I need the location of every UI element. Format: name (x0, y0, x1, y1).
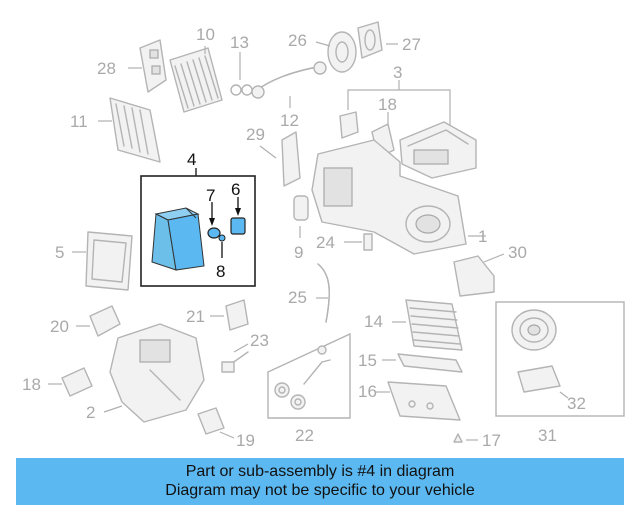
part-3-distribution-housing (399, 121, 477, 179)
callout-12: 12 (280, 111, 299, 130)
part-9-sensor (293, 195, 309, 238)
callout-10: 10 (196, 25, 215, 44)
part-25-hose (316, 263, 330, 323)
callout-21: 21 (186, 307, 205, 326)
part-2-lower-housing (103, 323, 205, 423)
banner-line-2: Diagram may not be specific to your vehi… (165, 482, 475, 499)
callout-19: 19 (236, 431, 255, 450)
part-12-line (251, 61, 327, 108)
part-24-screw (344, 233, 373, 251)
part-1-hvac-housing (311, 139, 486, 255)
part-29-bracket (259, 131, 301, 187)
callout-1: 1 (478, 227, 487, 246)
part-18-actuator-lower (48, 367, 93, 397)
part-5-filter-frame (72, 231, 133, 291)
parts-diagram: 10 28 11 13 12 26 27 (22, 21, 625, 450)
callout-11: 11 (70, 112, 88, 131)
part-19-motor (197, 407, 235, 439)
callout-18b: 18 (22, 375, 41, 394)
part-10-heater-core (169, 46, 223, 113)
part-23-sensor (221, 343, 249, 373)
part-4-evaporator-box (140, 168, 256, 287)
part-21-flap (210, 299, 249, 331)
callout-29: 29 (246, 125, 265, 144)
callout-31: 31 (538, 426, 557, 445)
callout-28: 28 (97, 59, 116, 78)
part-17-clip (453, 433, 478, 443)
callout-4: 4 (187, 150, 196, 169)
part-22-kit-box (267, 332, 351, 419)
part-14-filter (392, 299, 463, 351)
info-banner: Part or sub-assembly is #4 in diagram Di… (16, 458, 624, 505)
callout-18a: 18 (378, 95, 397, 114)
callout-6: 6 (231, 180, 240, 199)
callout-30: 30 (508, 243, 527, 262)
callout-9: 9 (294, 243, 303, 262)
part-20-actuator (76, 305, 121, 337)
callout-26: 26 (288, 31, 307, 50)
callout-23: 23 (250, 331, 269, 350)
part-27-seal (357, 21, 398, 59)
part-15-cover (382, 353, 463, 373)
callout-20: 20 (50, 317, 69, 336)
part-28-bracket (128, 39, 167, 93)
part-11-core (98, 97, 161, 163)
callout-25: 25 (288, 288, 307, 307)
callout-3: 3 (393, 63, 402, 82)
part-31-blower-box (495, 301, 625, 417)
callout-27: 27 (402, 35, 421, 54)
part-16-tray (376, 381, 461, 421)
callout-22: 22 (295, 426, 314, 445)
callout-24: 24 (316, 233, 335, 252)
part-26-seal (315, 31, 357, 73)
callout-7: 7 (206, 186, 215, 205)
callout-2: 2 (86, 403, 95, 422)
part-13-orings (230, 52, 253, 96)
callout-16: 16 (358, 382, 377, 401)
part-3-leaders (347, 80, 451, 140)
callout-14: 14 (364, 312, 383, 331)
callout-15: 15 (358, 351, 377, 370)
callout-8: 8 (216, 262, 225, 281)
banner-line-1: Part or sub-assembly is #4 in diagram (185, 463, 455, 480)
part-30-duct (453, 253, 505, 297)
callout-5: 5 (55, 243, 64, 262)
callout-17: 17 (482, 431, 501, 450)
callout-13: 13 (230, 33, 249, 52)
callout-32: 32 (567, 394, 586, 413)
